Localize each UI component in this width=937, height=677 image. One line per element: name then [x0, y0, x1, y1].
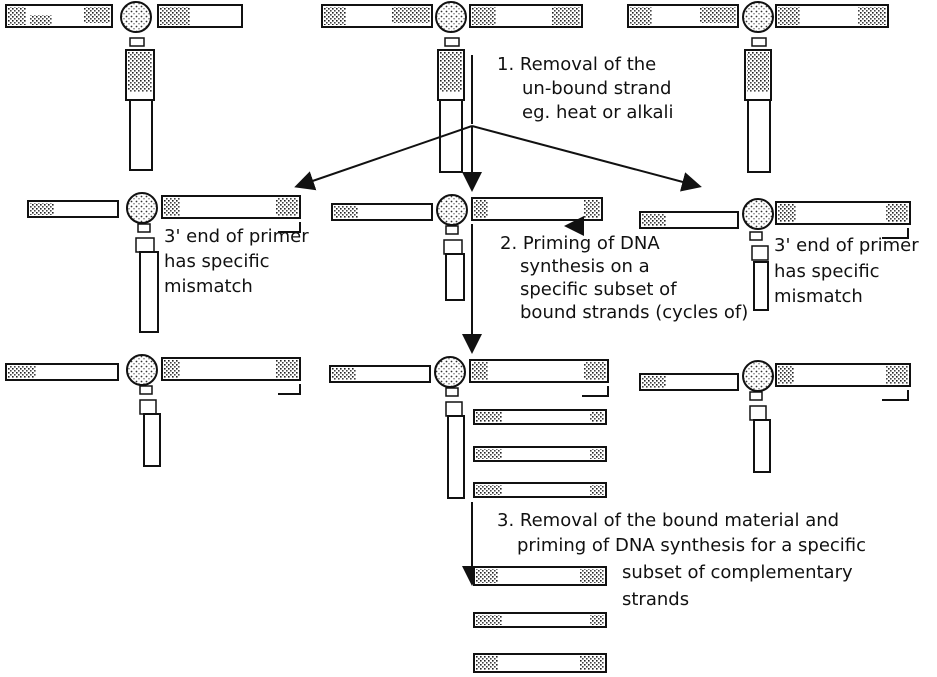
step3-label: 3. Removal of the bound material and pri… [497, 510, 872, 610]
step2-label: 2. Priming of DNA synthesis on a specifi… [500, 233, 748, 323]
extended-strand [473, 482, 607, 498]
mismatch-right-line: 3' end of primer [774, 235, 919, 256]
complementary-strand [473, 612, 607, 628]
complex-r3c3 [639, 360, 911, 473]
complementary-strand [473, 566, 607, 586]
mismatch-left-line: has specific [164, 251, 270, 272]
step3-line: subset of complementary [622, 562, 853, 583]
complex-r1c1 [5, 1, 243, 171]
complex-r1c2 [321, 1, 583, 173]
arrow-to-left [294, 125, 473, 191]
mismatch-right-line: mismatch [774, 286, 863, 307]
complex-r1c3 [627, 1, 889, 173]
arrow-to-right [471, 125, 702, 192]
step1-line: 1. Removal of the [497, 54, 656, 75]
step3-line: priming of DNA synthesis for a specific [517, 535, 866, 556]
complementary-strand [473, 653, 607, 673]
mismatch-label-left: 3' end of primer has specific mismatch [164, 226, 314, 297]
mismatch-label-right: 3' end of primer has specific mismatch [774, 235, 924, 307]
extended-strand [473, 446, 607, 462]
step1-line: un-bound strand [522, 78, 671, 99]
step2-line: 2. Priming of DNA [500, 233, 660, 254]
complex-r3c2 [329, 356, 609, 499]
step2-line: bound strands (cycles of) [520, 302, 748, 323]
step3-line: 3. Removal of the bound material and [497, 510, 839, 531]
step1-label: 1. Removal of the un-bound strand eg. he… [497, 54, 677, 123]
step2-line: synthesis on a [520, 256, 650, 277]
step2-line: specific subset of [520, 279, 677, 300]
complex-r2c2 [331, 194, 603, 301]
mismatch-right-line: has specific [774, 261, 880, 282]
complex-r2c3 [639, 198, 911, 311]
extended-strand [473, 409, 607, 425]
step3-line: strands [622, 589, 689, 610]
step1-line: eg. heat or alkali [522, 102, 674, 123]
complex-r3c1 [5, 354, 301, 467]
mismatch-left-line: 3' end of primer [164, 226, 309, 247]
mismatch-left-line: mismatch [164, 276, 253, 297]
complex-r2c1 [27, 192, 301, 333]
